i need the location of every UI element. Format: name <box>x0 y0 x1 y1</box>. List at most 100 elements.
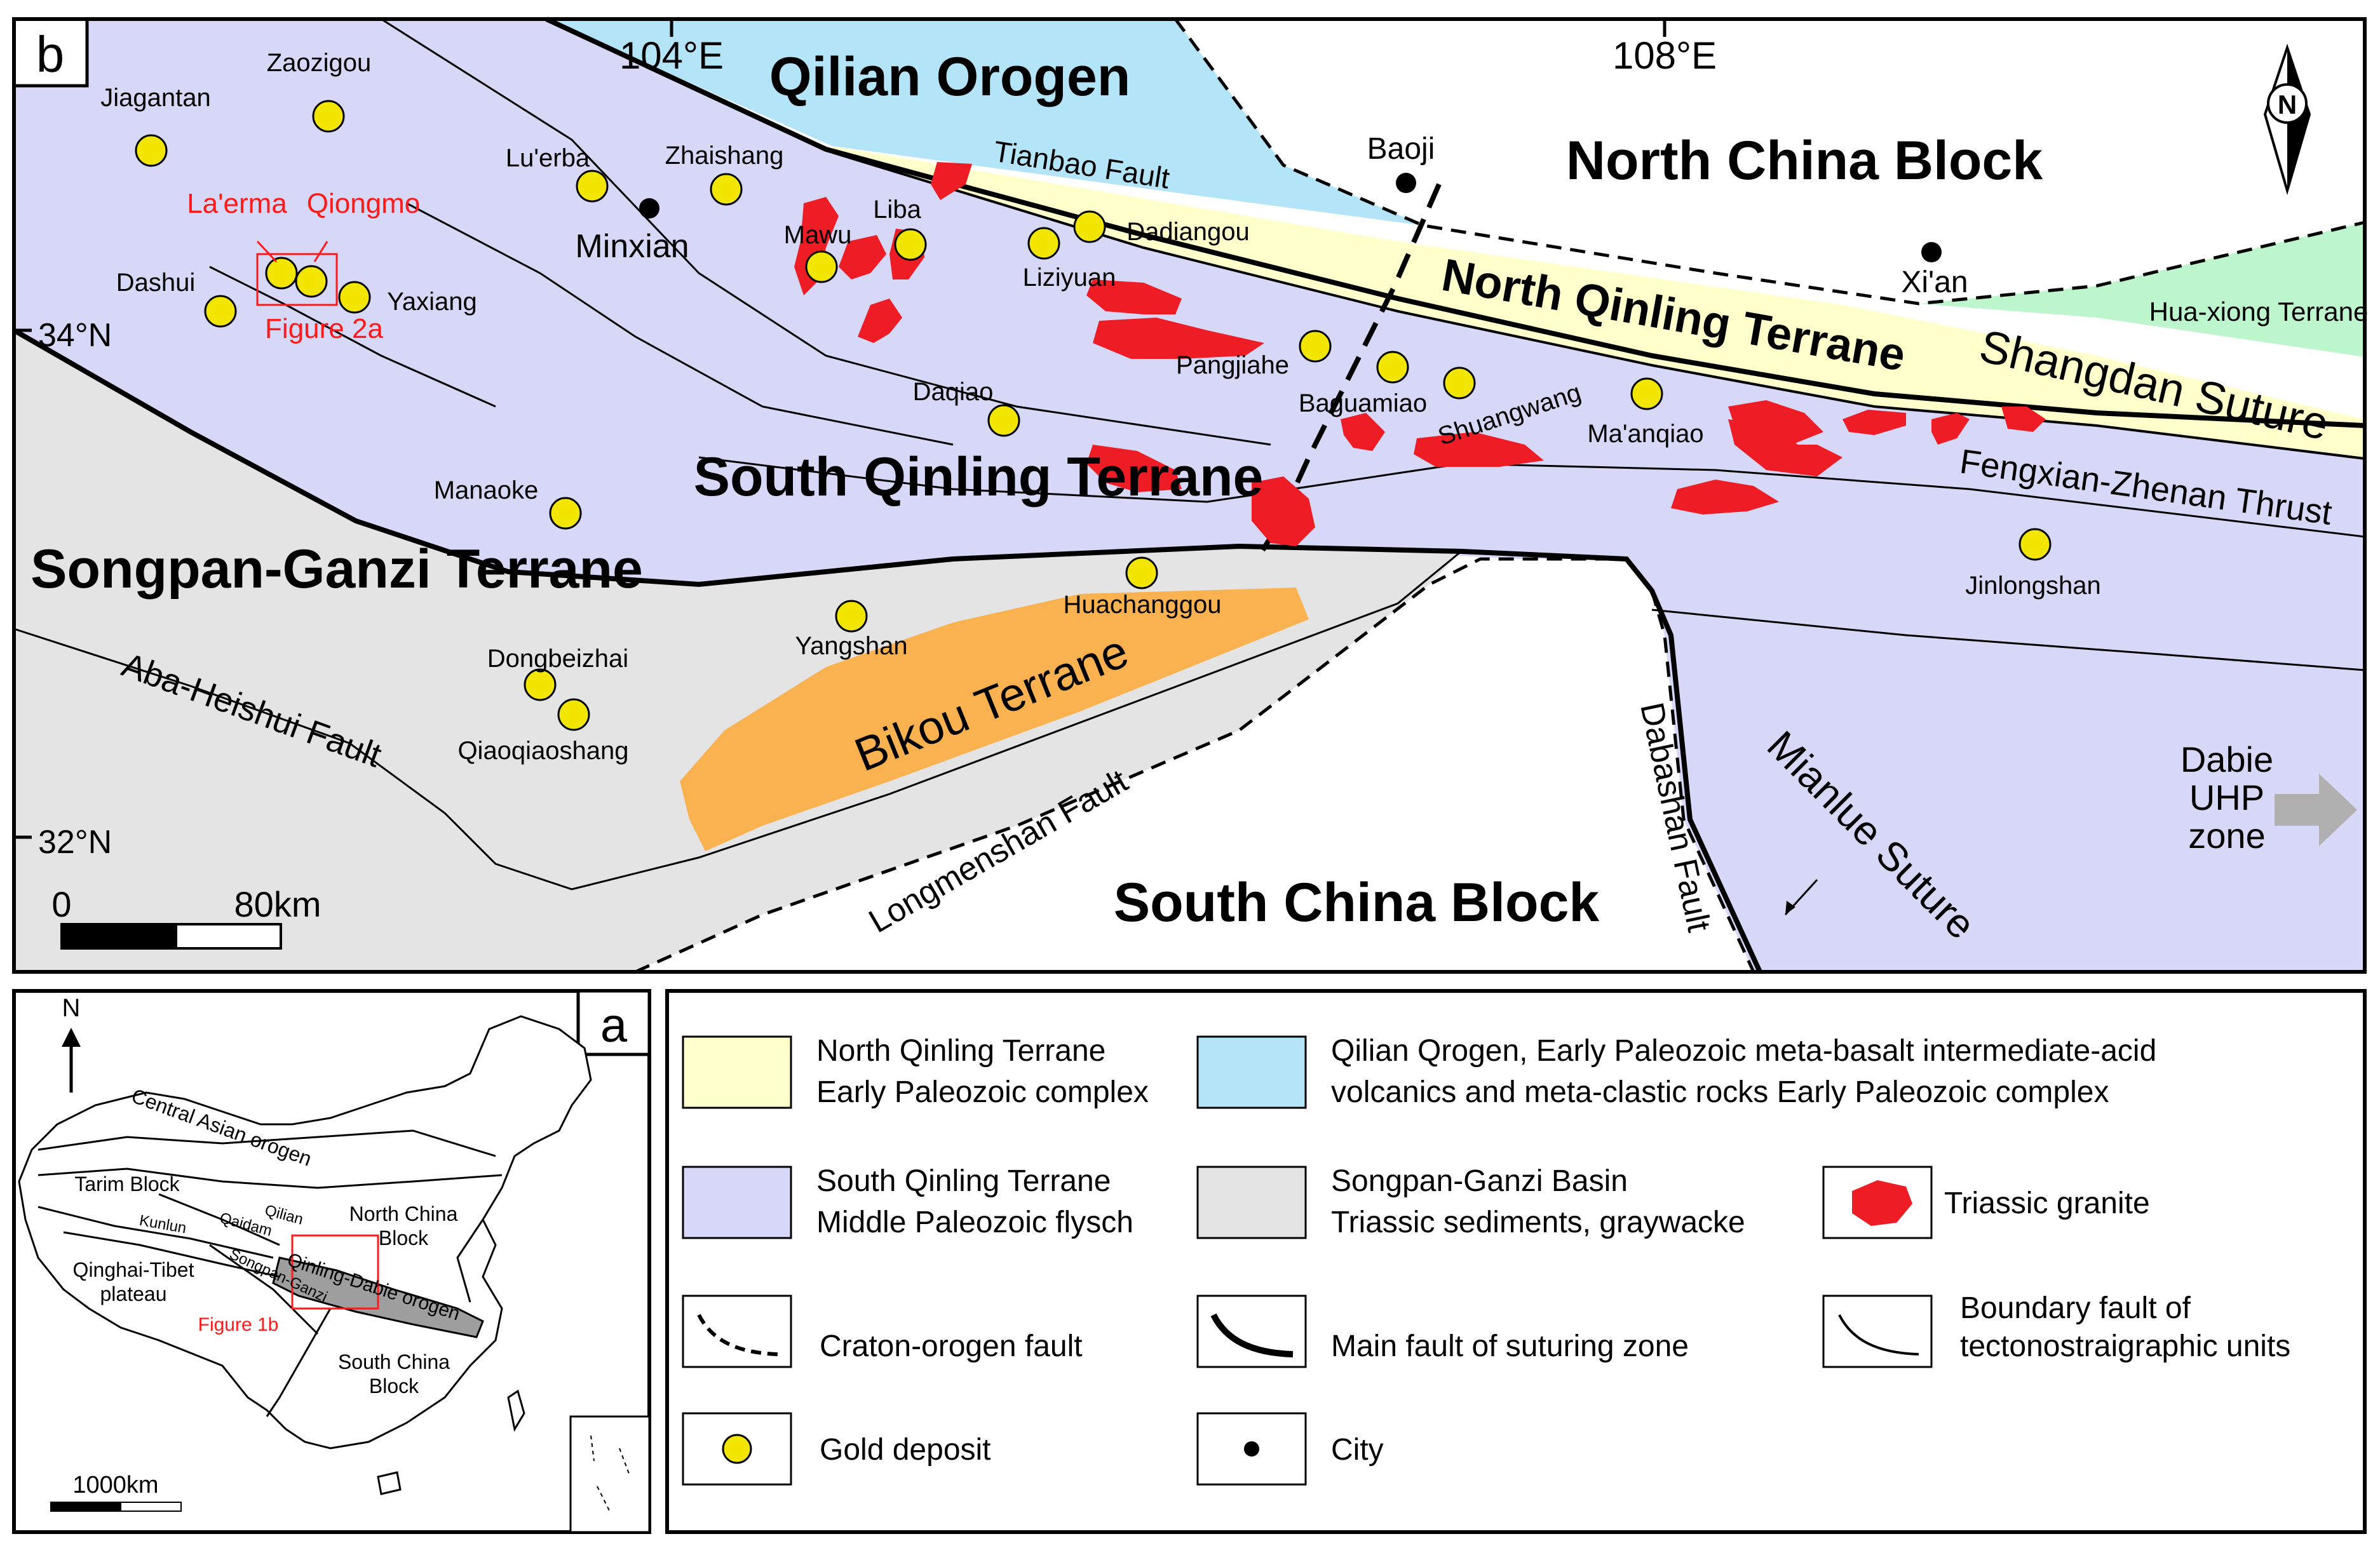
gold-deposit-marker <box>1299 330 1332 363</box>
shangdan-suture-line <box>545 17 2365 428</box>
legend-label-qilian-1: Qilian Qrogen, Early Paleozoic meta-basa… <box>1331 1034 2156 1068</box>
legend-label-boundary-fault-2: tectonostraigraphic units <box>1960 1329 2290 1363</box>
laerma-pointer <box>256 240 278 263</box>
granite-body <box>858 299 902 343</box>
lat-label-34: 34°N <box>38 317 112 354</box>
scale-start-label: 0 <box>51 884 71 924</box>
lat-label-32: 32°N <box>38 824 112 861</box>
granite-body <box>2001 407 2046 432</box>
south-qinling-region <box>14 19 2365 972</box>
city-marker-baoji <box>1396 173 1416 193</box>
inset-label-south-china-2: Block <box>369 1375 419 1397</box>
legend-boundary-fault-icon <box>1838 1314 1919 1356</box>
city-label-xian: Xi'an <box>1901 266 1968 299</box>
mianlue-pointer-arrowhead-icon <box>1785 901 1795 915</box>
granite-body <box>1842 410 1906 435</box>
legend-swatch-south-qinling <box>682 1166 792 1239</box>
dabie-arrow-icon <box>2275 774 2357 846</box>
legend-label-songpan-1: Songpan-Ganzi Basin <box>1331 1164 1628 1198</box>
inset-label-qinghai-2: plateau <box>100 1282 167 1305</box>
granite-body <box>1252 476 1315 546</box>
legend-label-granite: Triassic granite <box>1944 1187 2150 1220</box>
inset-label-north-china-1: North China <box>349 1202 458 1225</box>
lower-boundary-line <box>1651 609 2365 671</box>
granite-body <box>1931 413 1970 445</box>
lon-label-104: 104°E <box>619 34 724 77</box>
craton-fault-south <box>634 557 1755 974</box>
inset-north-label: N <box>62 994 81 1022</box>
granite-body <box>1341 413 1385 451</box>
deposit-label: Liziyuan <box>1023 264 1116 292</box>
label-qilian-orogen: Qilian Orogen <box>769 46 1131 107</box>
inset-label-tarim: Tarim Block <box>74 1173 180 1195</box>
legend-granite-icon <box>1852 1180 1912 1226</box>
city-marker-minxian <box>639 198 659 219</box>
panel-b-label-box <box>12 17 89 88</box>
north-arrow-label: N <box>2278 90 2297 119</box>
gold-deposit-marker <box>805 250 838 283</box>
gold-deposit-marker <box>2018 528 2052 561</box>
granite-body <box>931 162 972 200</box>
gold-deposit-marker <box>987 404 1020 437</box>
deposit-label: Dadiangou <box>1126 218 1250 246</box>
gold-deposit-marker <box>1443 367 1476 400</box>
panel-b-label: b <box>36 26 65 83</box>
granite-body <box>1728 419 1842 476</box>
city-markers <box>639 173 1942 262</box>
legend-label-songpan-2: Triassic sediments, graywacke <box>1331 1206 1745 1239</box>
label-figure-2a: Figure 2a <box>265 313 383 344</box>
gold-deposit-marker <box>524 668 557 701</box>
deposit-label: Lu'erba <box>506 144 590 172</box>
inset-label-south-china-1: South China <box>338 1350 450 1373</box>
south-china-sea-box <box>569 1415 651 1533</box>
legend-craton-fault-icon <box>697 1314 779 1356</box>
legend-panel: North Qinling Terrane Early Paleozoic co… <box>665 989 2367 1534</box>
deposit-label: Zaozigou <box>267 49 372 77</box>
inset-north-arrowhead-icon <box>62 1028 81 1047</box>
northwest-boundary-line-2 <box>406 202 954 446</box>
gold-deposit-marker <box>576 170 609 203</box>
inset-scale-bar-black <box>50 1502 121 1512</box>
northwest-boundary-line-1 <box>381 18 1271 446</box>
deposit-label: Yaxiang <box>387 288 477 316</box>
city-marker-xian <box>1921 242 1942 262</box>
lon-label-108: 108°E <box>1613 34 1717 77</box>
legend-city-icon <box>1244 1441 1259 1457</box>
granite-body <box>1086 445 1182 492</box>
gold-deposit-marker <box>135 134 168 167</box>
gold-deposit-marker <box>265 257 298 290</box>
deposit-label: Manaoke <box>434 476 539 504</box>
panel-a-inset: a N Central Asian orogen Tarim Block <box>12 989 651 1534</box>
granite-body <box>839 235 886 279</box>
deposit-label: Pangjiahe <box>1176 351 1289 379</box>
south-china-block-region <box>635 559 1754 972</box>
legend-label-craton-fault: Craton-orogen fault <box>820 1329 1083 1363</box>
granite-body <box>794 197 839 295</box>
gold-deposit-marker <box>710 173 743 206</box>
north-qinling-boundary-line <box>832 151 2365 460</box>
gold-deposit-marker <box>894 228 927 261</box>
label-north-china-block: North China Block <box>1566 130 2043 191</box>
north-qinling-region <box>832 146 2365 459</box>
deposit-label: Baguamiao <box>1299 389 1427 417</box>
legend-label-main-fault: Main fault of suturing zone <box>1331 1329 1689 1363</box>
deposit-label: Jiagantan <box>100 84 210 112</box>
label-south-china-block: South China Block <box>1114 872 1600 933</box>
legend-label-gold: Gold deposit <box>820 1433 991 1467</box>
qilian-orogen-region <box>546 19 1423 225</box>
city-label-baoji: Baoji <box>1367 132 1435 166</box>
gold-deposit-marker <box>1376 351 1409 384</box>
inset-boundary-line <box>37 1129 496 1157</box>
panel-a-label: a <box>600 999 628 1053</box>
legend-gold-icon <box>722 1434 752 1464</box>
label-laerma: La'erma <box>187 188 287 219</box>
qiongmo-pointer <box>313 241 328 262</box>
deposit-label: Yangshan <box>795 632 907 660</box>
deposit-label: Dashui <box>116 269 196 297</box>
hainan-island <box>377 1471 402 1495</box>
gold-deposit-marker <box>1125 556 1158 589</box>
gold-deposit-marker <box>338 281 371 314</box>
deposit-label: Dongbeizhai <box>487 645 628 673</box>
graticule-ticks <box>14 19 1667 839</box>
inset-boundary-line <box>37 1206 274 1259</box>
